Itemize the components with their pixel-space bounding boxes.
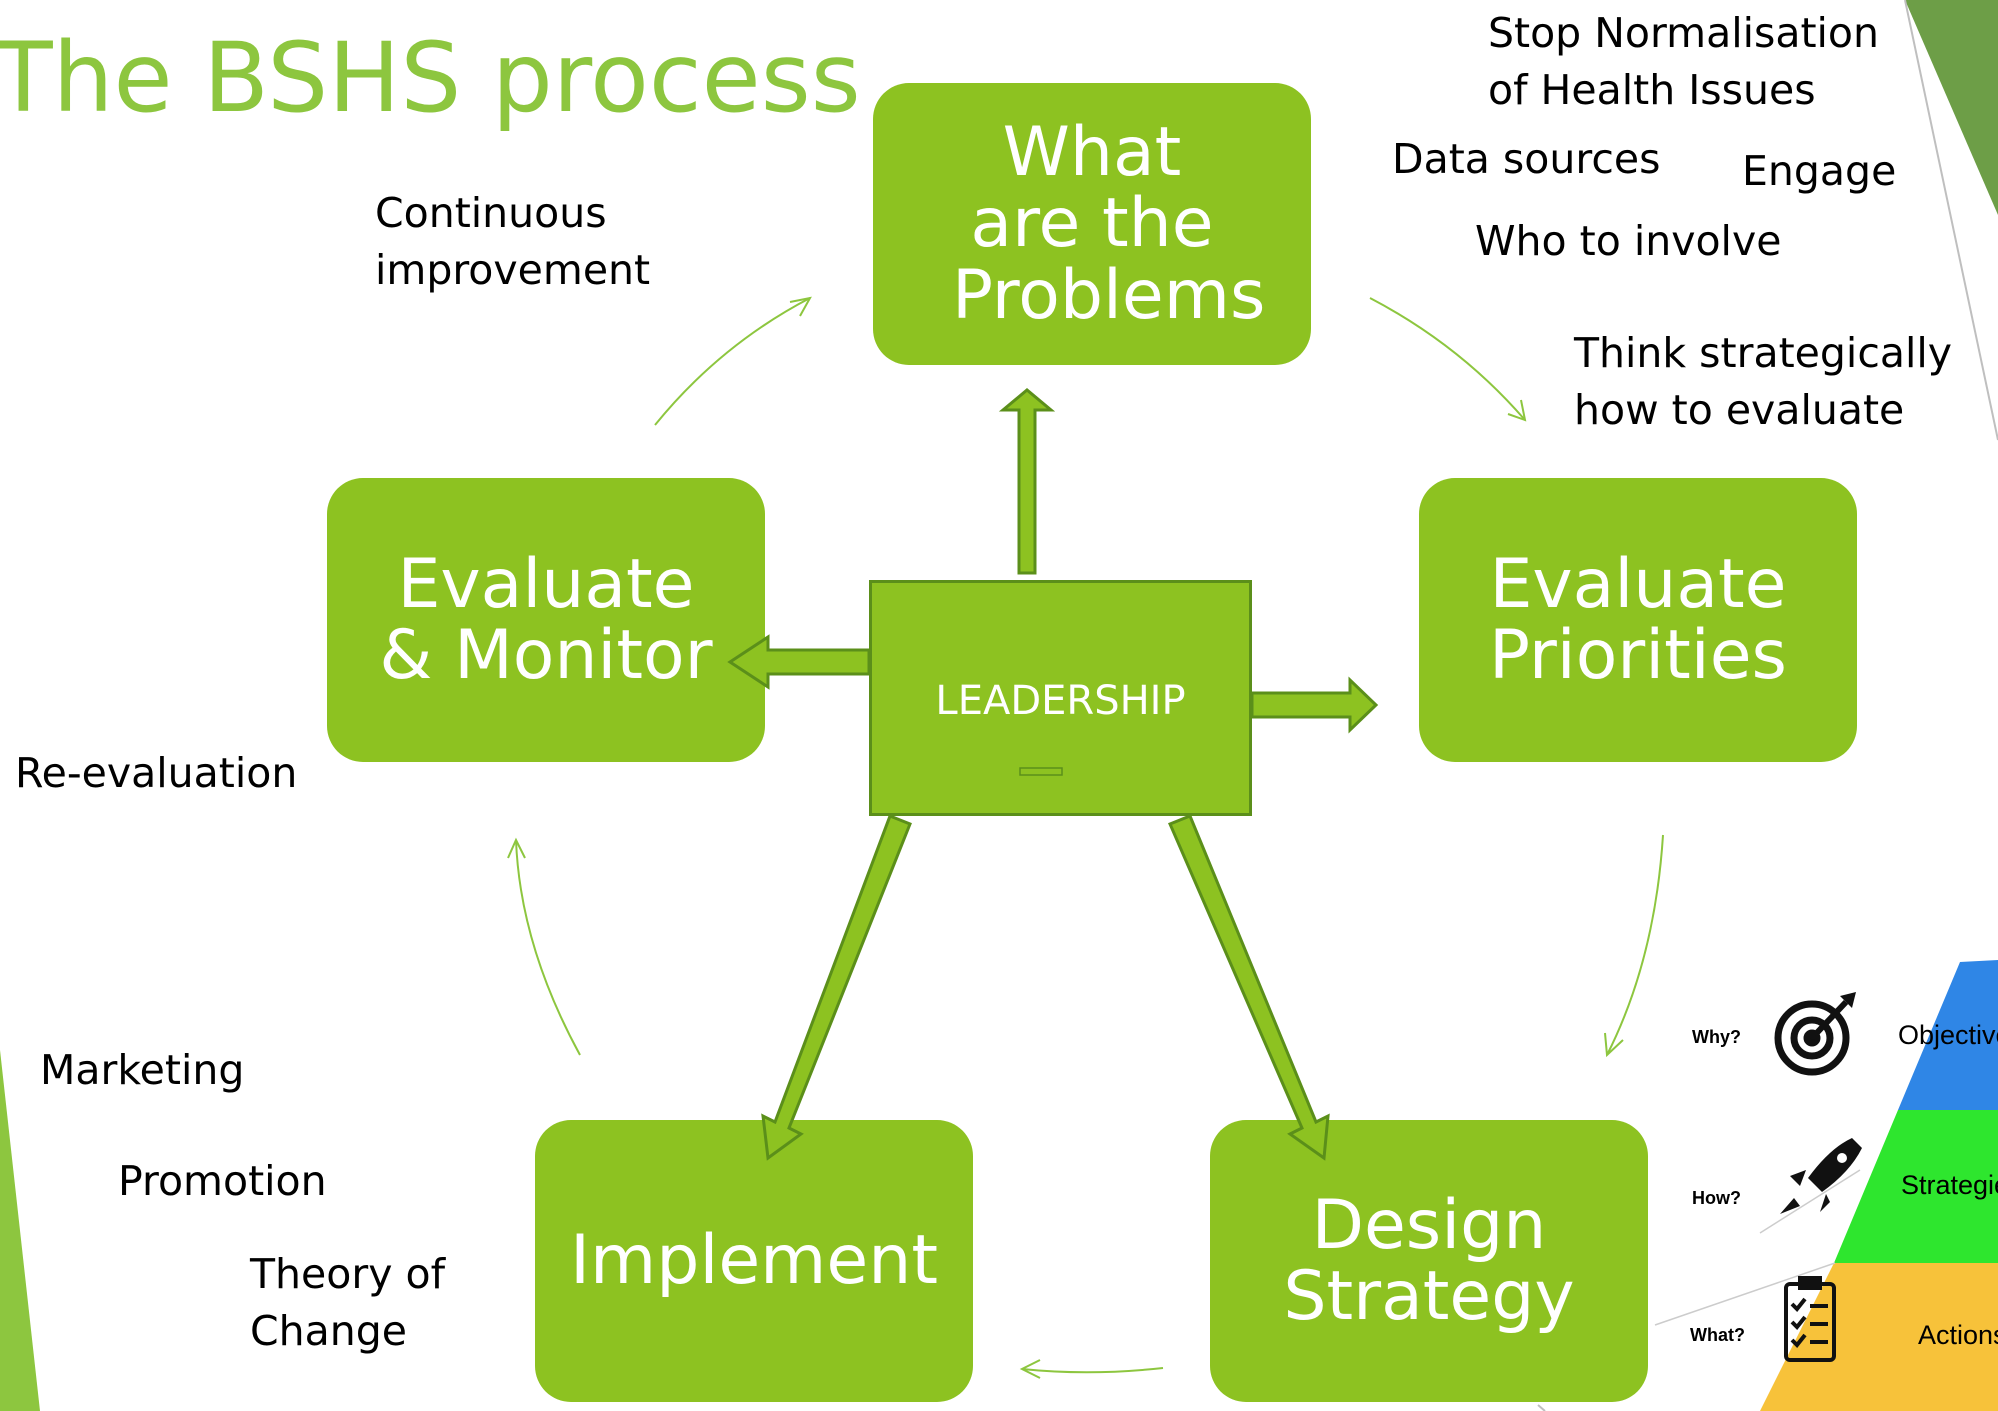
arrow-to-implement [761, 814, 912, 1161]
decor-line-bottom [1537, 1404, 1546, 1411]
note-re-evaluation: Re-evaluation [15, 749, 298, 797]
box-implement[interactable]: Implement [535, 1120, 973, 1402]
arrow-to-design [1168, 814, 1330, 1161]
pyramid-how-label: How? [1692, 1188, 1741, 1208]
note-stop-normalisation: Stop Normalisation of Health Issues [1488, 9, 1880, 114]
rocket-icon [1780, 1138, 1862, 1214]
note-think-strategically: Think strategically how to evaluate [1574, 329, 1953, 434]
pyramid-objectives-label: Objectives [1898, 1020, 1998, 1050]
cycle-arrow-left [515, 839, 581, 1056]
note-engage: Engage [1742, 147, 1897, 195]
pyramid-tier-actions [1760, 1263, 1998, 1411]
cycle-arrow-top-right [1369, 297, 1526, 421]
pyramid-strategies-label: Strategies [1901, 1170, 1998, 1200]
target-icon [1774, 992, 1856, 1076]
pyramid-tier-strategies [1834, 1110, 1998, 1263]
cycle-arrow-bottom [1021, 1367, 1164, 1374]
box-evaluate-priorities[interactable]: Evaluate Priorities [1419, 478, 1857, 762]
box-design-label: Design Strategy [1283, 1185, 1575, 1336]
pyramid-guide-2 [1654, 1262, 1836, 1326]
pyramid-actions-label: Actions [1918, 1320, 1998, 1350]
note-data-sources: Data sources [1392, 135, 1661, 183]
pyramid-what-label: What? [1690, 1325, 1745, 1345]
box-problems-label: What are the Problems [952, 112, 1266, 335]
bottom-left-decor [0, 1050, 40, 1411]
leadership-label: LEADERSHIP [935, 678, 1186, 724]
checklist-icon [1784, 1276, 1836, 1362]
page-title: The BSHS process [0, 22, 861, 134]
note-marketing: Marketing [40, 1046, 245, 1094]
box-what-are-the-problems[interactable]: What are the Problems [873, 83, 1311, 365]
box-priorities-label: Evaluate Priorities [1489, 544, 1787, 695]
note-theory-of-change: Theory of Change [250, 1250, 446, 1355]
pyramid-why-label: Why? [1692, 1027, 1741, 1047]
box-evaluate-monitor[interactable]: Evaluate & Monitor [327, 478, 765, 762]
pyramid-tier-objectives [1898, 960, 1998, 1110]
cycle-arrow-top-left [654, 297, 811, 426]
top-right-decor [1905, 0, 1998, 215]
arrow-to-evaluate [727, 634, 871, 690]
pyramid-guide-1 [1759, 1169, 1861, 1234]
arrow-to-priorities [1250, 676, 1379, 734]
box-evaluate-label: Evaluate & Monitor [379, 544, 713, 695]
arrow-to-problems [998, 388, 1056, 575]
note-continuous-improvement: Continuous improvement [375, 189, 651, 294]
leadership-mini-arrow [1019, 767, 1063, 776]
decor-line-right [1904, 0, 1998, 441]
cycle-arrow-right [1606, 834, 1664, 1056]
box-design-strategy[interactable]: Design Strategy [1210, 1120, 1648, 1402]
note-who-to-involve: Who to involve [1475, 217, 1782, 265]
box-implement-label: Implement [569, 1221, 939, 1301]
note-promotion: Promotion [118, 1157, 327, 1205]
